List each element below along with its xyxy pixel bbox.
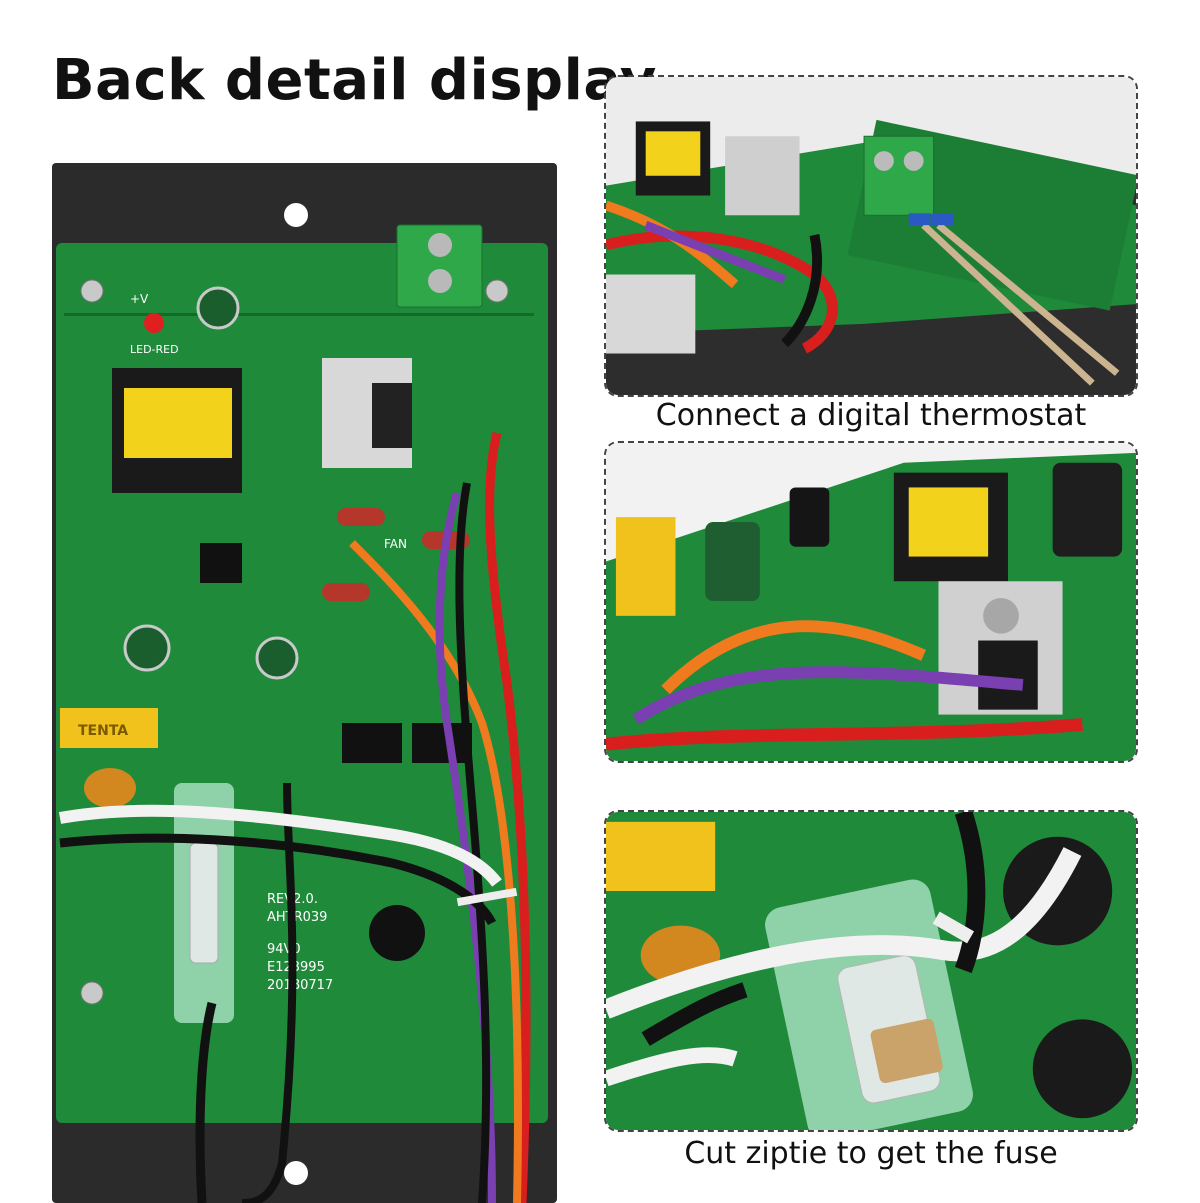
page-title: Back detail display <box>52 48 657 113</box>
wire-orange <box>349 540 522 1203</box>
detail-panel-components <box>604 441 1138 763</box>
ic-chip <box>200 543 242 583</box>
model-label: AHTR039 <box>267 910 327 925</box>
fuse <box>189 842 219 964</box>
x2-capacitor <box>60 708 158 748</box>
date-label: 20180717 <box>267 978 333 993</box>
wire-black <box>455 482 491 1203</box>
wire-white <box>58 804 502 887</box>
wire-red <box>485 431 531 1203</box>
fuse-closeup-photo <box>606 812 1136 1130</box>
mounting-hole-top <box>284 203 308 227</box>
mounting-hole-bottom <box>284 1161 308 1185</box>
screw-icon <box>80 279 104 303</box>
fan-label: FAN <box>384 537 407 551</box>
led-label: LED-RED <box>130 343 179 356</box>
board-photo: LED-RED +V FAN TENTA REV2.0. AHTR039 94V… <box>52 163 557 1203</box>
thermostat-closeup-photo <box>606 77 1136 395</box>
components-closeup-photo <box>606 443 1136 761</box>
caption-thermostat: Connect a digital thermostat <box>655 398 1087 433</box>
screw-icon <box>80 981 104 1005</box>
led-red <box>144 313 164 333</box>
terminal-block <box>396 224 483 308</box>
plus-v-label: +V <box>130 292 149 306</box>
varistor <box>84 768 136 808</box>
tenta-label: TENTA <box>78 723 128 739</box>
zip-tie <box>456 887 518 907</box>
ic-chip <box>412 723 472 763</box>
detail-panel-fuse <box>604 810 1138 1132</box>
capacitor <box>123 624 171 672</box>
capacitor <box>196 286 240 330</box>
caption-fuse: Cut ziptie to get the fuse <box>684 1136 1058 1171</box>
capacitor <box>255 636 299 680</box>
ic-chip <box>342 723 402 763</box>
screw-icon <box>485 279 509 303</box>
detail-panel-thermostat <box>604 75 1138 397</box>
